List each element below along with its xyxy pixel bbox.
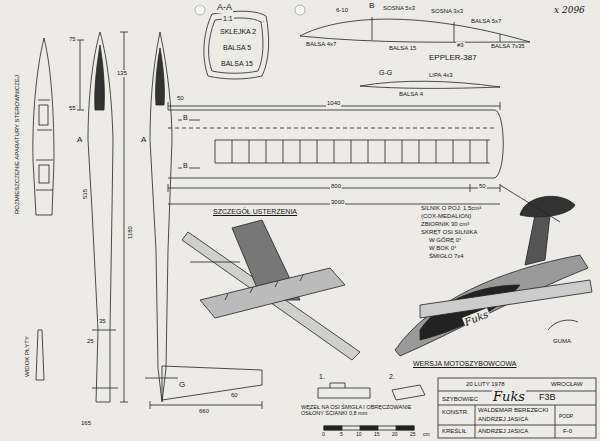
drawing-label: ZBIORNIK 30 cm³ — [420, 221, 470, 228]
punch-hole — [195, 5, 205, 15]
drawing-label: 5 — [339, 432, 344, 438]
wing-planform — [168, 102, 503, 204]
drawing-label: BALSA 5 — [222, 44, 252, 52]
motor-glider-view — [395, 185, 592, 356]
drawing-label: LIPA 4x3 — [428, 72, 454, 79]
drawing-label: SOSNA 5x3 — [382, 5, 416, 12]
drawing-label: #3 — [456, 42, 465, 49]
drawing-label: SKLEJKA 2 — [219, 28, 257, 36]
drawing-label: PODP. — [558, 414, 575, 420]
drawing-label: B — [182, 162, 189, 170]
drawing-label: SKRĘT OSI SILNIKA — [420, 229, 479, 236]
drawing-label: WROCŁAW — [550, 381, 584, 388]
drawing-label: x 2096 — [553, 6, 586, 16]
drawing-label: 165 — [80, 420, 92, 427]
equipment-view — [33, 38, 54, 380]
drawing-label: 800 — [330, 183, 342, 190]
drawing-label: 1180 — [127, 225, 134, 240]
drawing-label: Fuks — [492, 390, 526, 404]
drawing-label: 20 LUTY 1978 — [465, 381, 506, 388]
drawing-label: SZCZEGÓŁ USTERZENIA — [212, 208, 298, 216]
drawing-label: W GÓRĘ 0° — [428, 237, 462, 244]
drawing-label: F3B — [538, 393, 557, 403]
drawing-label: 25 — [86, 338, 95, 345]
drawing-label: B — [182, 114, 189, 122]
scale-bar — [324, 426, 414, 430]
drawing-label: 1040 — [326, 100, 341, 107]
drawing-label: SZYBOWIEC — [441, 396, 479, 403]
drawing-label: 6-10 — [335, 7, 349, 14]
drawing-label: 50 — [176, 95, 185, 102]
drawing-label: WERSJA MOTOSZYBOWCOWA — [412, 360, 517, 368]
drawing-label: 75 — [68, 36, 77, 43]
drawing-label: G-G — [378, 69, 393, 77]
drawing-label: 55 — [68, 105, 77, 112]
drawing-label: 25 — [409, 432, 417, 438]
drawing-label: EPPLER-387 — [428, 54, 478, 63]
drawing-label: A-A — [216, 3, 233, 13]
section-a-a — [204, 11, 269, 79]
drawing-label: BALSA 7x35 — [490, 43, 526, 50]
drawing-label: 1. — [318, 373, 326, 381]
drawing-label: ANDRZEJ JASICA — [477, 416, 529, 423]
drawing-label: 60 — [230, 392, 239, 399]
drawing-label: 50 — [478, 183, 487, 190]
drawing-label: GUMA — [552, 338, 572, 345]
drawing-label: W BOK 0° — [428, 245, 457, 252]
drawing-label: A — [76, 136, 83, 145]
drawing-label: BALSA 15 — [220, 60, 254, 68]
drawing-label: (COX-MEDALION) — [420, 213, 472, 220]
drawing-label: 10 — [355, 432, 363, 438]
drawing-label: 535 — [82, 188, 89, 200]
fuselage-top-view — [145, 32, 262, 409]
drawing-label: BALSA 15 — [388, 45, 417, 52]
drawing-label: ŚMIGŁO 7x4 — [428, 253, 465, 260]
drawing-label: KONSTR. — [441, 409, 470, 416]
drawing-label: cm — [422, 432, 431, 438]
drawing-label: B — [368, 2, 375, 11]
fuselage-side-view — [76, 32, 128, 402]
drawing-label: G — [178, 381, 186, 390]
drawing-label: SOSNA 3x3 — [430, 8, 464, 15]
tail-airfoil — [360, 81, 500, 88]
detail-sketch — [318, 383, 425, 400]
drawing-label: BALSA 4x7 — [305, 41, 337, 48]
drawing-label: WALDEMAR BEREZECKI — [477, 407, 549, 414]
drawing-label: BALSA 4 — [398, 91, 424, 98]
drawing-label: 2. — [388, 373, 396, 381]
drawing-label: ROZMIESZCZENIE APARATURY STEROWNICZEJ — [14, 74, 21, 215]
drawing-label: ANDRZEJ JASICA — [477, 428, 529, 435]
drawing-label: BALSA 5x7 — [470, 18, 502, 25]
drawing-label: 660 — [198, 408, 210, 415]
title-block — [438, 378, 596, 438]
section-a-a — [209, 18, 263, 73]
punch-hole — [295, 5, 305, 15]
drawing-label: 1:1 — [222, 15, 234, 23]
drawing-label: WĘZEŁ NA OSI ŚMIGŁA I OBRĘCZOWANIE OSŁON… — [300, 404, 434, 416]
drawing-label: WIDOK PŁYTY — [24, 335, 31, 378]
drawing-label: 20 — [391, 432, 399, 438]
drawing-label: 15 — [373, 432, 381, 438]
drawing-label: KREŚLIŁ — [441, 428, 468, 435]
drawing-label: 3000 — [330, 199, 345, 206]
drawing-label: A — [140, 136, 147, 145]
drawing-label: SILNIK O POJ. 1,5cm³ — [420, 205, 482, 212]
tail-detail — [182, 220, 360, 360]
drawing-label: 35 — [98, 318, 107, 325]
drawing-label: 135 — [116, 70, 128, 77]
drawing-label: 0 — [321, 432, 326, 438]
drawing-label: F-0 — [562, 428, 573, 435]
